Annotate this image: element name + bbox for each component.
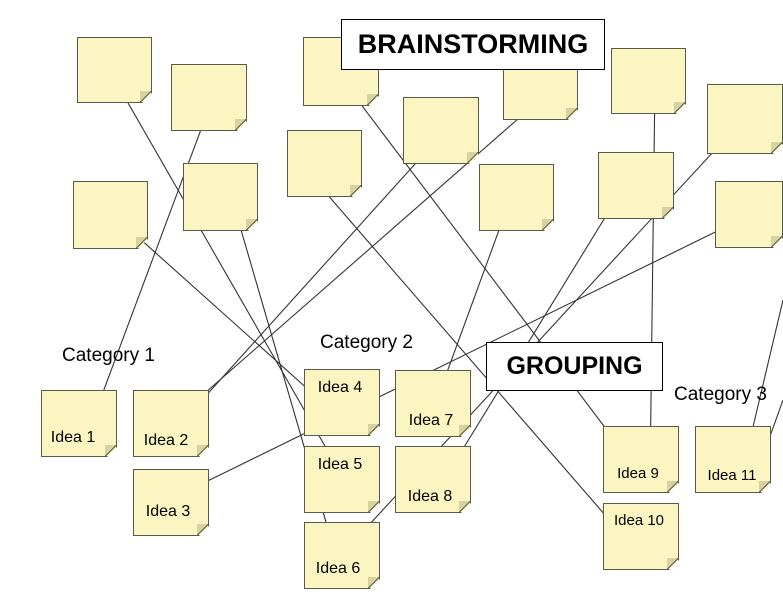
sticky-note[interactable] <box>77 37 152 103</box>
idea-label: Idea 4 <box>317 379 363 396</box>
idea-label: Idea 5 <box>317 456 363 473</box>
brainstorming-heading: BRAINSTORMING <box>341 19 605 70</box>
sticky-note[interactable] <box>598 152 674 219</box>
sticky-note[interactable] <box>171 64 247 131</box>
sticky-note[interactable] <box>287 130 362 197</box>
idea-note-6[interactable]: Idea 6 <box>304 522 380 589</box>
idea-label: Idea 6 <box>315 560 361 577</box>
idea-label: Idea 9 <box>617 465 659 482</box>
idea-label: Idea 11 <box>707 467 757 484</box>
sticky-note[interactable] <box>715 181 783 248</box>
idea-note-1[interactable]: Idea 1 <box>41 390 117 457</box>
idea-note-8[interactable]: Idea 8 <box>395 446 471 513</box>
category-1-label: Category 1 <box>62 345 155 366</box>
idea-note-5[interactable]: Idea 5 <box>304 446 380 513</box>
idea-label: Idea 8 <box>407 488 453 505</box>
idea-label: Idea 2 <box>143 432 189 449</box>
idea-note-3[interactable]: Idea 3 <box>133 469 209 536</box>
idea-label: Idea 3 <box>145 503 191 520</box>
connector-line <box>645 79 656 481</box>
sticky-note[interactable] <box>611 48 686 114</box>
grouping-heading: GROUPING <box>486 342 663 391</box>
idea-note-2[interactable]: Idea 2 <box>133 390 209 457</box>
sticky-note[interactable] <box>183 163 258 231</box>
sticky-note[interactable] <box>707 84 783 154</box>
idea-note-11[interactable]: Idea 11 <box>695 426 771 493</box>
connector-line <box>88 99 213 428</box>
idea-label: Idea 7 <box>408 412 454 429</box>
idea-note-10[interactable]: Idea 10 <box>603 503 679 570</box>
idea-label: Idea 10 <box>613 512 665 529</box>
sticky-note[interactable] <box>403 97 479 164</box>
sticky-note[interactable] <box>479 164 554 231</box>
idea-label: Idea 1 <box>50 429 96 446</box>
category-3-label: Category 3 <box>674 384 767 405</box>
category-2-label: Category 2 <box>320 332 413 353</box>
sticky-note[interactable] <box>73 181 148 249</box>
idea-note-7[interactable]: Idea 7 <box>395 370 471 437</box>
idea-note-9[interactable]: Idea 9 <box>603 426 679 493</box>
idea-note-4[interactable]: Idea 4 <box>304 369 380 436</box>
